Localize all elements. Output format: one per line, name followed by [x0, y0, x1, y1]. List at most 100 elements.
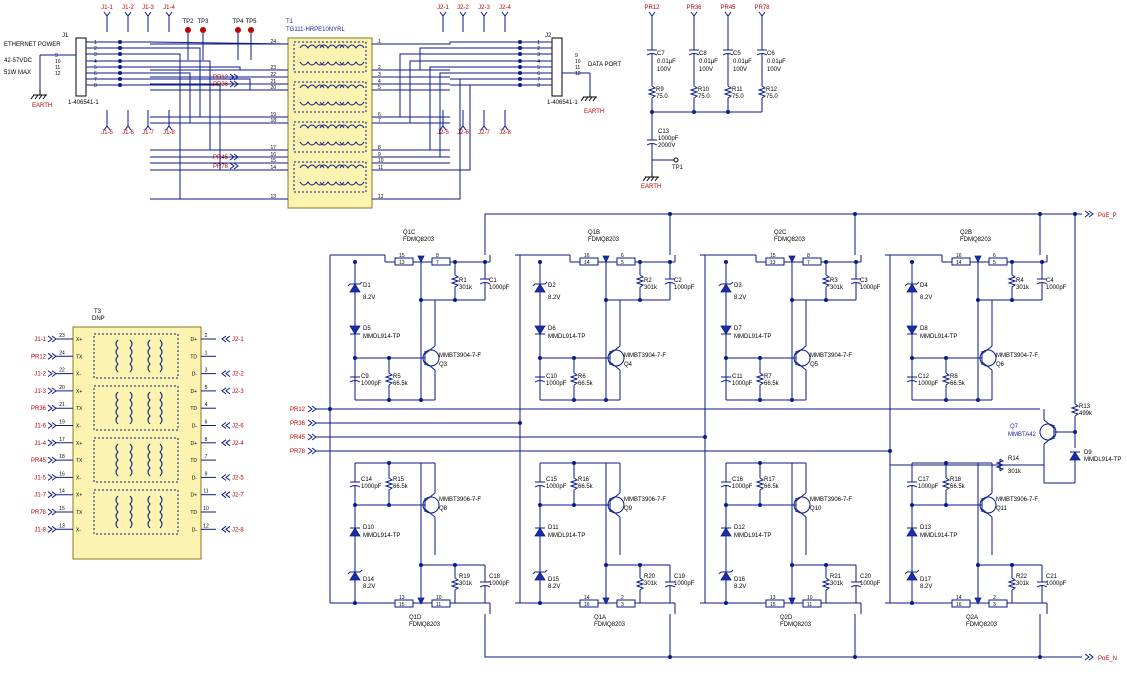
t3-left-pin: 21	[59, 402, 65, 408]
lower-res-ref: R21	[830, 574, 842, 580]
lower-res	[821, 577, 831, 591]
lower-mosfet-part: FDMQ8203	[594, 622, 626, 628]
wire	[372, 60, 450, 124]
upper-zener	[906, 283, 918, 293]
cm-net-2: PR45	[720, 5, 736, 11]
upper-rb	[384, 372, 394, 386]
junction-dot	[1038, 212, 1042, 216]
lower-res-value: 301k	[830, 581, 844, 587]
t1-coil	[299, 124, 325, 129]
rail-neg-label: PoE_N	[1098, 656, 1117, 662]
t3-right-arrow	[221, 474, 231, 481]
t3-left-arrow	[47, 508, 57, 516]
j1-probe-top: J1-2	[122, 5, 134, 11]
lower-ct-ref: C14	[361, 477, 373, 483]
common-mode-termination: PR12C70.01µF100VR975.0PR36C80.01µF100VR1…	[641, 5, 786, 190]
t1-left-pin: 15	[270, 158, 276, 164]
lower-zener	[720, 571, 732, 581]
t1-coil	[299, 84, 325, 89]
bridge-net-arrow	[307, 405, 317, 413]
cm-cap-voltage: 100V	[699, 67, 713, 73]
testpoint-label: TP4	[232, 19, 244, 25]
upper-bjt-ref: Q6	[996, 362, 1005, 368]
wire	[904, 571, 908, 575]
cm-res-ref: R11	[732, 87, 743, 93]
lower-mosfet-ref: Q1D	[409, 615, 422, 621]
t3-coil	[129, 495, 133, 529]
cm-cap-value: 0.01µF	[767, 59, 786, 65]
t1-left-pin: 16	[270, 152, 276, 158]
junction-dot	[1010, 298, 1014, 302]
t3-left-net: PR45	[31, 458, 47, 464]
j2-pin-aux: 9	[575, 53, 578, 59]
lower-mos-pin: 2	[993, 595, 996, 601]
t3-right-net: J2-8	[232, 527, 244, 533]
junction-dot	[518, 40, 522, 44]
bridge-net-label: PR12	[290, 407, 306, 413]
lower-mos-body	[974, 597, 982, 605]
lower-cap-ref: C21	[1046, 574, 1058, 580]
bridge-net-label: PR45	[290, 435, 306, 441]
upper-diode-ref: D8	[920, 326, 928, 332]
upper-rb-value: 66.5k	[578, 381, 594, 387]
junction-dot	[976, 563, 980, 567]
t1-right-pin: 9	[378, 152, 381, 158]
wire	[347, 283, 351, 287]
cm-net-0-arrow	[648, 11, 656, 17]
j2-probe-top-arrow	[439, 11, 447, 17]
junction-dot	[692, 110, 696, 114]
upper-cap-plate	[664, 282, 676, 285]
tp1-circle	[673, 157, 679, 163]
r13	[1070, 403, 1080, 417]
upper-res-ref: R4	[1016, 278, 1024, 284]
junction-dot	[1073, 430, 1077, 434]
junction-dot	[604, 398, 608, 402]
lower-cap-plate	[850, 585, 862, 588]
lower-diode-ref: D13	[920, 525, 932, 531]
wire	[795, 508, 807, 518]
j1-probe-top-arrow	[103, 11, 111, 17]
t1-core	[293, 161, 367, 193]
lower-diode-part: MMDL914-TP	[363, 533, 400, 539]
upper-res	[450, 274, 460, 288]
upper-rb-value: 66.5k	[950, 381, 966, 387]
wire	[730, 281, 734, 285]
t3-left-pin: 20	[59, 385, 65, 391]
r14-value: 301k	[1008, 469, 1022, 475]
t3-right-arrow	[221, 335, 231, 343]
cm-res-ref: R12	[766, 87, 778, 93]
j1-probe-top: J1-3	[142, 5, 154, 11]
t1-coil	[339, 141, 365, 146]
upper-res-value: 301k	[1016, 285, 1030, 291]
upper-res-value: 301k	[644, 285, 658, 291]
wire	[981, 508, 993, 518]
lower-cap-ref: C19	[674, 574, 686, 580]
t1-coil	[339, 124, 365, 129]
j1-probe-bottom: J1-5	[101, 130, 113, 136]
r13-ref: R13	[1079, 404, 1091, 410]
upper-diode-ref: D6	[548, 326, 556, 332]
j1-probe-bottom: J1-7	[142, 130, 154, 136]
upper-zener-value: 8.2V	[734, 295, 746, 301]
junction-dot	[518, 71, 522, 75]
cm-cap-voltage: 100V	[733, 67, 747, 73]
t3-right-func: D-	[192, 527, 198, 533]
t3-right-arrow	[221, 439, 231, 447]
lower-mos-pad	[988, 599, 1008, 608]
lower-rt	[755, 477, 765, 491]
cm-cap-ref: C8	[699, 51, 707, 57]
lower-bjt-part: MMBT3906-7-F	[810, 497, 852, 503]
j1-pin: 6	[94, 71, 97, 77]
lower-res	[450, 577, 460, 591]
j1-pin-aux: 12	[55, 71, 61, 77]
j1-body	[75, 37, 87, 97]
t1-left-pin: 22	[270, 72, 276, 78]
lower-diode	[534, 527, 546, 537]
cm-res	[689, 85, 699, 99]
upper-cap-value: 1000pF	[674, 285, 695, 291]
lower-cap-value: 1000pF	[860, 581, 881, 587]
d9	[1069, 451, 1081, 461]
upper-rb-ref: R5	[393, 374, 401, 380]
t3-left-net: J1-7	[34, 493, 46, 499]
t1-coil	[299, 164, 325, 169]
